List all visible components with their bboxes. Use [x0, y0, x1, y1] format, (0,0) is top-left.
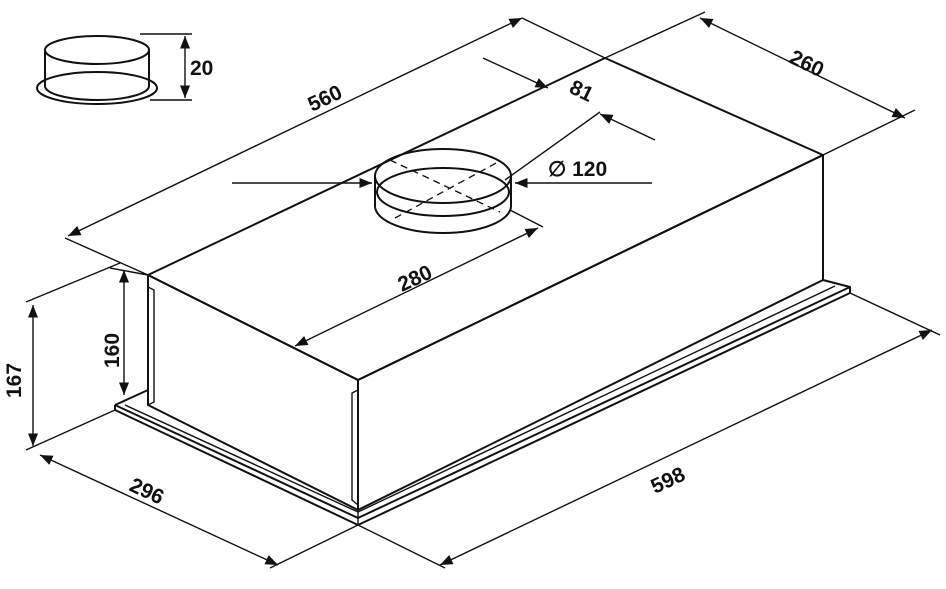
dimension-lines [25, 11, 941, 569]
length-560-label: 560 [304, 81, 345, 117]
duct-outlet [374, 148, 512, 234]
hood-body [147, 57, 824, 511]
width-598-label: 598 [647, 463, 689, 499]
depth-296-label: 296 [126, 474, 167, 510]
duct-diameter-label: ∅ 120 [548, 158, 607, 181]
duct-collar-detail: 20 [36, 33, 213, 105]
total-height-167-label: 167 [3, 363, 26, 398]
duct-offset-81-label: 81 [566, 76, 597, 107]
duct-position-280-label: 280 [394, 261, 435, 297]
collar-height-label: 20 [190, 57, 213, 80]
hood-flange [114, 279, 851, 526]
body-height-160-label: 160 [101, 333, 124, 368]
